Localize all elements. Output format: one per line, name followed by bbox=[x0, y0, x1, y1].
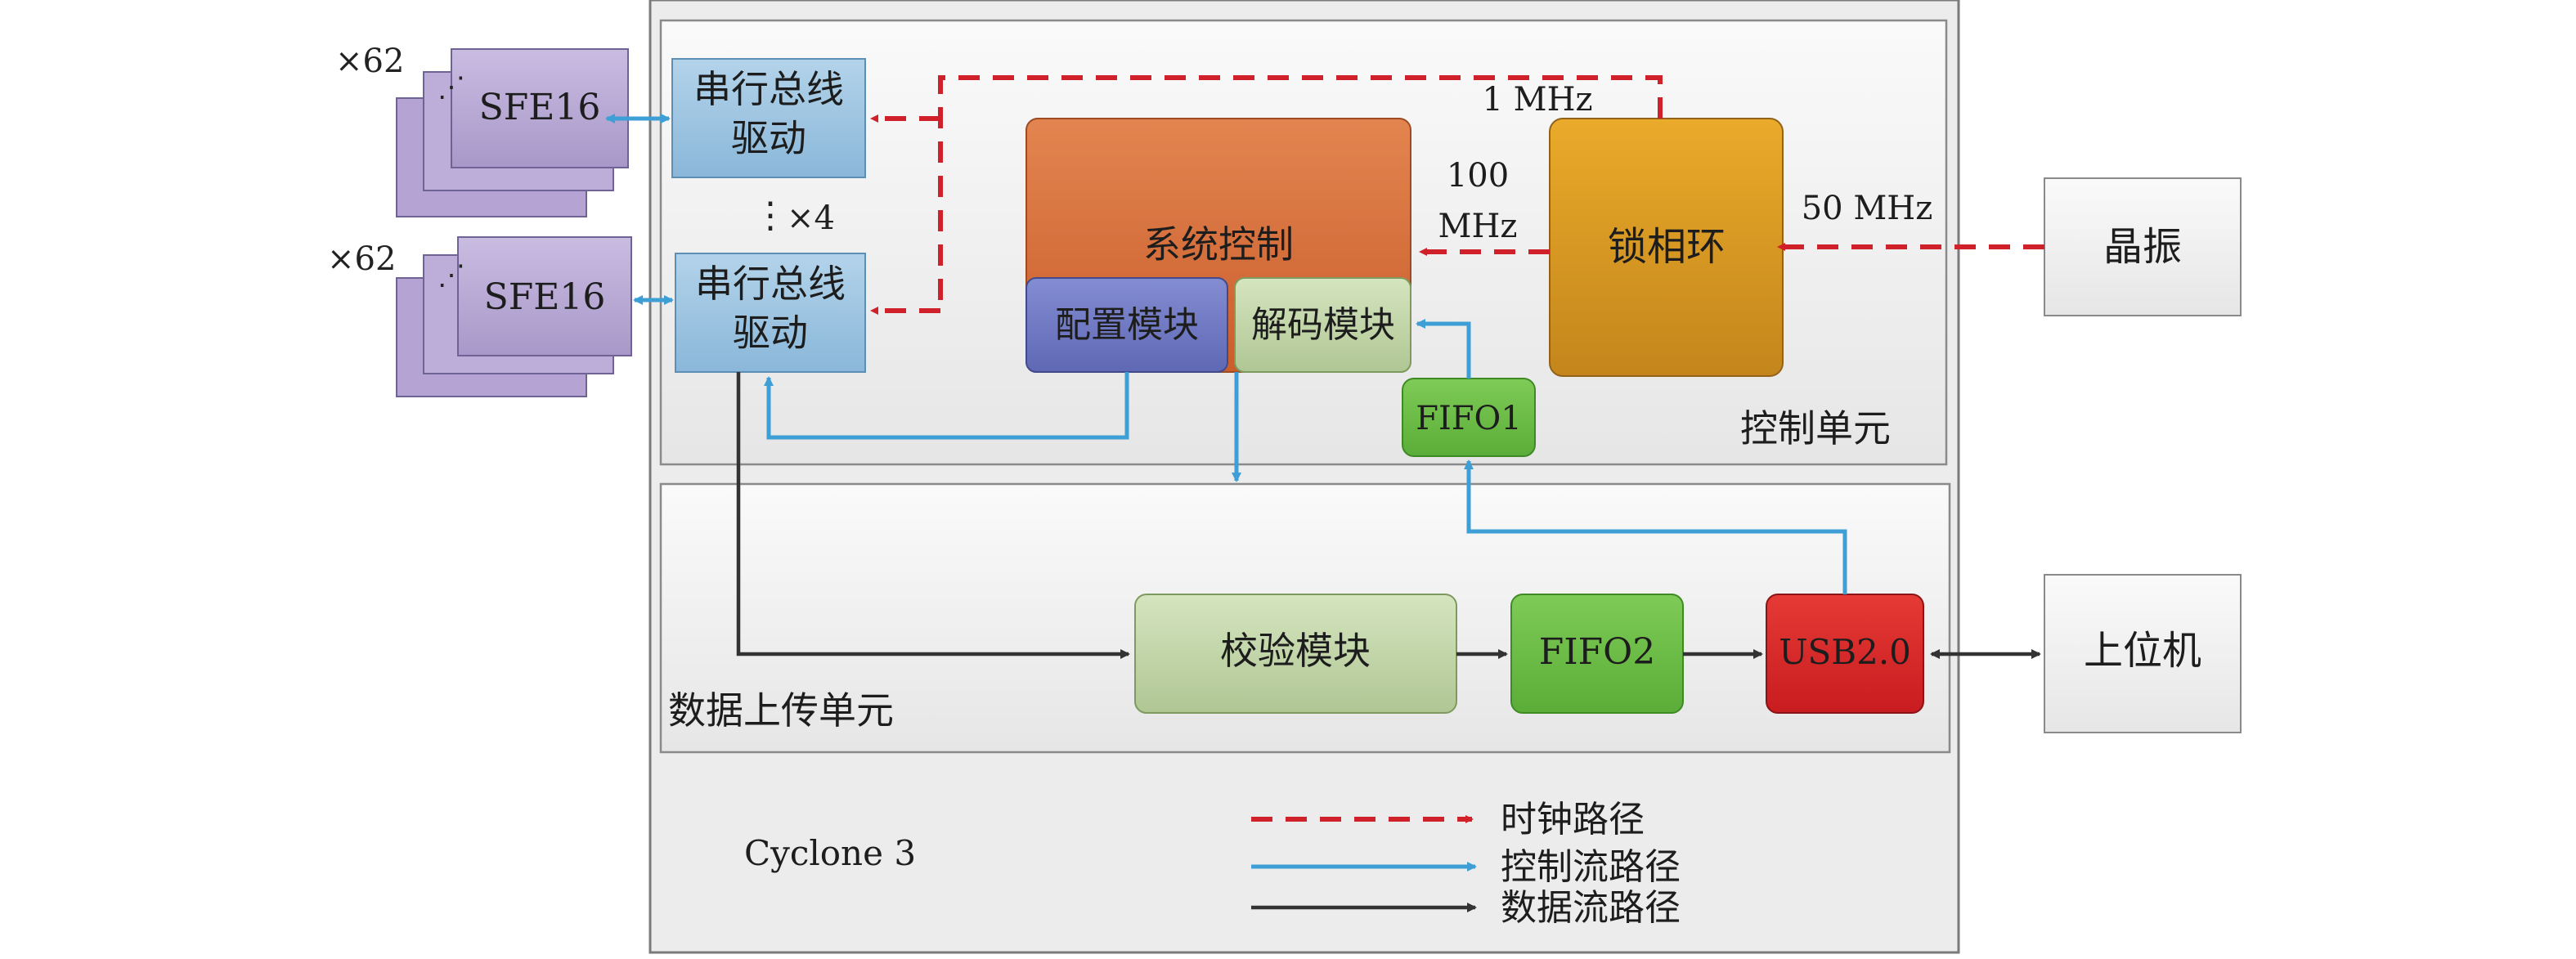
decode-module: 解码模块 bbox=[1234, 277, 1411, 373]
sfe16-dots-2: ⋰ bbox=[438, 259, 465, 292]
control-unit-label: 控制单元 bbox=[1740, 406, 1891, 450]
fifo1-block: FIFO1 bbox=[1402, 378, 1536, 457]
usb-block: USB2.0 bbox=[1766, 594, 1924, 714]
checksum-module: 校验模块 bbox=[1134, 594, 1457, 714]
data-driver-to-checksum bbox=[736, 372, 1130, 659]
svg-text:校验模块: 校验模块 bbox=[1220, 629, 1371, 673]
fifo2-block: FIFO2 bbox=[1510, 594, 1684, 714]
svg-text:FIFO2: FIFO2 bbox=[1539, 631, 1656, 673]
sfe16-count-2: ×62 bbox=[327, 240, 396, 278]
sfe16-group-2: ⋰ SFE16 ×62 bbox=[327, 236, 632, 397]
svg-text:上位机: 上位机 bbox=[2084, 628, 2201, 674]
repeat-dots: ⋮ bbox=[752, 195, 788, 236]
control-fifo1-to-decode bbox=[1416, 319, 1471, 379]
freq-1mhz: 1 MHz bbox=[1482, 81, 1592, 119]
crystal-block: 晶振 bbox=[2044, 177, 2242, 316]
sfe16-label-2: SFE16 bbox=[484, 276, 606, 318]
chip-label: Cyclone 3 bbox=[744, 833, 916, 873]
freq-100-line1: 100 bbox=[1447, 157, 1509, 195]
freq-100-line2: MHz bbox=[1438, 208, 1518, 245]
svg-text:驱动: 驱动 bbox=[731, 116, 806, 160]
serial-bus-driver-2: 串行总线 驱动 bbox=[675, 253, 866, 373]
config-module: 配置模块 bbox=[1025, 277, 1228, 373]
svg-text:锁相环: 锁相环 bbox=[1608, 224, 1726, 270]
legend-clock-label: 时钟路径 bbox=[1501, 799, 1645, 840]
data-paths bbox=[736, 372, 2041, 659]
host-block: 上位机 bbox=[2044, 574, 2242, 733]
legend-data-label: 数据流路径 bbox=[1501, 887, 1681, 929]
serial-bus-driver-1: 串行总线 驱动 bbox=[671, 58, 866, 178]
svg-text:系统控制: 系统控制 bbox=[1143, 222, 1294, 267]
svg-text:FIFO1: FIFO1 bbox=[1416, 400, 1522, 437]
control-usb-to-fifo1 bbox=[1464, 459, 1847, 594]
legend-control-label: 控制流路径 bbox=[1501, 846, 1681, 888]
svg-text:USB2.0: USB2.0 bbox=[1779, 632, 1911, 672]
freq-50mhz: 50 MHz bbox=[1802, 190, 1933, 227]
sfe16-label-1: SFE16 bbox=[479, 87, 601, 128]
svg-text:驱动: 驱动 bbox=[733, 311, 808, 355]
sfe16-count-1: ×62 bbox=[335, 43, 404, 80]
svg-text:串行总线: 串行总线 bbox=[693, 67, 844, 111]
repeat-times: ×4 bbox=[787, 199, 835, 237]
control-paths bbox=[605, 114, 1847, 594]
pll-block: 锁相环 bbox=[1549, 118, 1784, 377]
svg-text:配置模块: 配置模块 bbox=[1055, 304, 1199, 346]
svg-text:串行总线: 串行总线 bbox=[695, 262, 846, 306]
legend: 时钟路径 控制流路径 数据流路径 bbox=[1251, 799, 1681, 929]
clock-paths bbox=[870, 75, 2044, 315]
svg-text:解码模块: 解码模块 bbox=[1251, 304, 1395, 346]
clock-pll-to-bus bbox=[938, 75, 1663, 311]
svg-text:晶振: 晶振 bbox=[2103, 224, 2182, 270]
control-config-to-driver bbox=[764, 372, 1129, 440]
sfe16-group-1: ⋰ SFE16 ×62 bbox=[335, 43, 629, 217]
upload-unit-label: 数据上传单元 bbox=[668, 688, 894, 733]
sfe16-dots-1: ⋰ bbox=[438, 71, 465, 104]
